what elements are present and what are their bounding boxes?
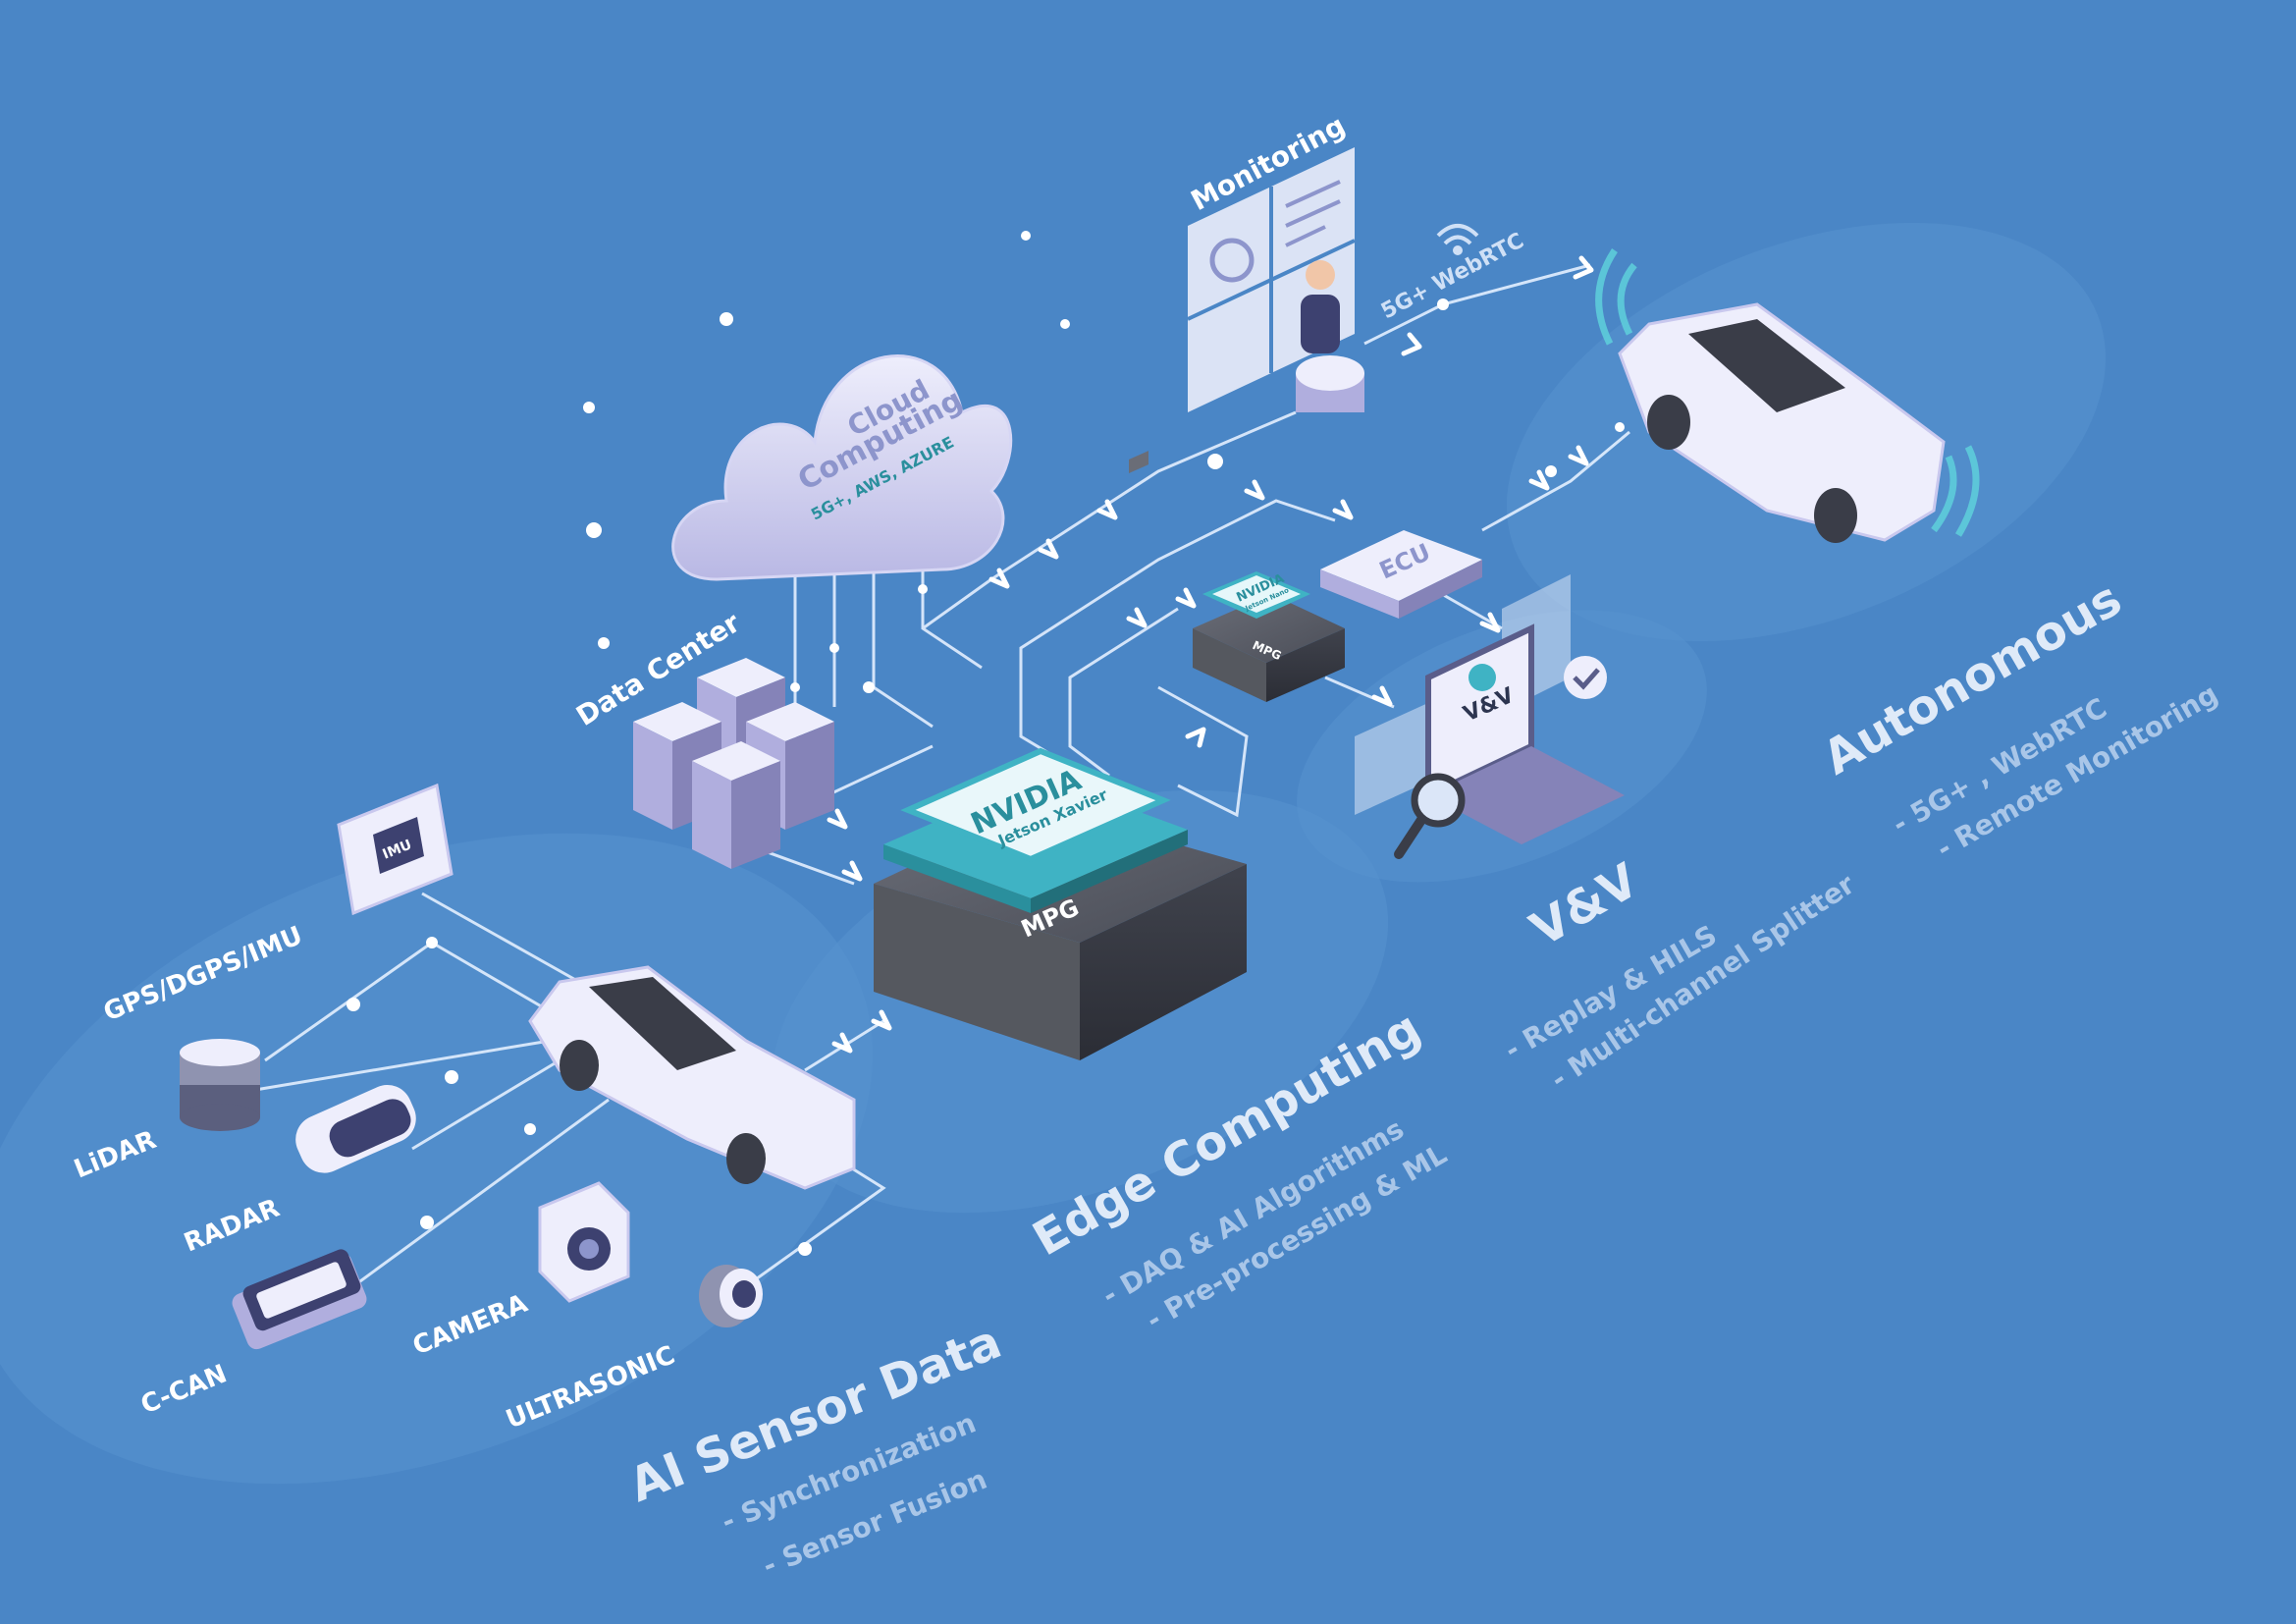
camera-sensor bbox=[538, 1181, 630, 1303]
cloud-shape bbox=[671, 354, 1013, 581]
mpg-nano-device: NVIDIA Jetson Nano MPG bbox=[1193, 571, 1345, 702]
link-mpg-net-1 bbox=[1019, 499, 1336, 768]
section-title: V&V bbox=[1522, 853, 1648, 958]
link-radar-car bbox=[411, 1058, 561, 1151]
server-rack bbox=[692, 741, 780, 869]
gear-icon bbox=[1468, 664, 1496, 691]
ultrasonic-sensor bbox=[699, 1265, 763, 1327]
link-lidar-car bbox=[254, 1039, 551, 1092]
wireless-label: 5G+ WebRTC bbox=[1377, 229, 1528, 325]
mpg-xavier-device: NVIDIA Jetson Xavier MPG bbox=[874, 451, 1247, 1060]
imu-sensor: IMU bbox=[337, 783, 454, 916]
autonomous-car bbox=[1595, 248, 1980, 543]
front-ports bbox=[1129, 451, 1148, 473]
link-ecu-car bbox=[1481, 430, 1630, 532]
section-ai-sensor: AI Sensor Data - Synchronization - Senso… bbox=[622, 1314, 1009, 1582]
chip-stack bbox=[883, 747, 1188, 913]
operator-icon bbox=[1296, 260, 1364, 412]
ccan-connector bbox=[232, 1249, 367, 1350]
link-imu-car bbox=[421, 892, 580, 984]
radar-sensor bbox=[295, 1084, 416, 1173]
cloud-computing: Cloud Computing 5G+, AWS, AZURE bbox=[671, 354, 1013, 581]
ecu-module: ECU bbox=[1320, 530, 1482, 619]
section-autonomous: Autonomous - 5G+ , WebRTC - Remote Monit… bbox=[1814, 571, 2223, 865]
section-vv: V&V - Replay & HILS - Multi-channel Spli… bbox=[1499, 853, 1860, 1096]
vv-workstation: V&V bbox=[1355, 574, 1625, 859]
link-cloud-monitor bbox=[922, 410, 1297, 630]
wifi-icon bbox=[1436, 224, 1479, 255]
monitoring-station: Monitoring bbox=[1186, 109, 1364, 412]
sensing-waves-icon bbox=[1595, 248, 1980, 537]
link-mpg-net-2 bbox=[1068, 607, 1179, 778]
check-icon bbox=[1564, 656, 1607, 699]
link-mpg-net-3 bbox=[1157, 685, 1249, 818]
wireless-link: 5G+ WebRTC bbox=[1377, 224, 1528, 325]
laptop-base bbox=[1428, 746, 1625, 844]
node-dots bbox=[347, 231, 1625, 1256]
sensor-car bbox=[528, 965, 856, 1190]
magnifier-icon bbox=[1394, 773, 1466, 859]
lidar-sensor bbox=[180, 1039, 260, 1131]
link-ccan-car bbox=[352, 1098, 610, 1288]
flow-arrows bbox=[827, 255, 1594, 1054]
